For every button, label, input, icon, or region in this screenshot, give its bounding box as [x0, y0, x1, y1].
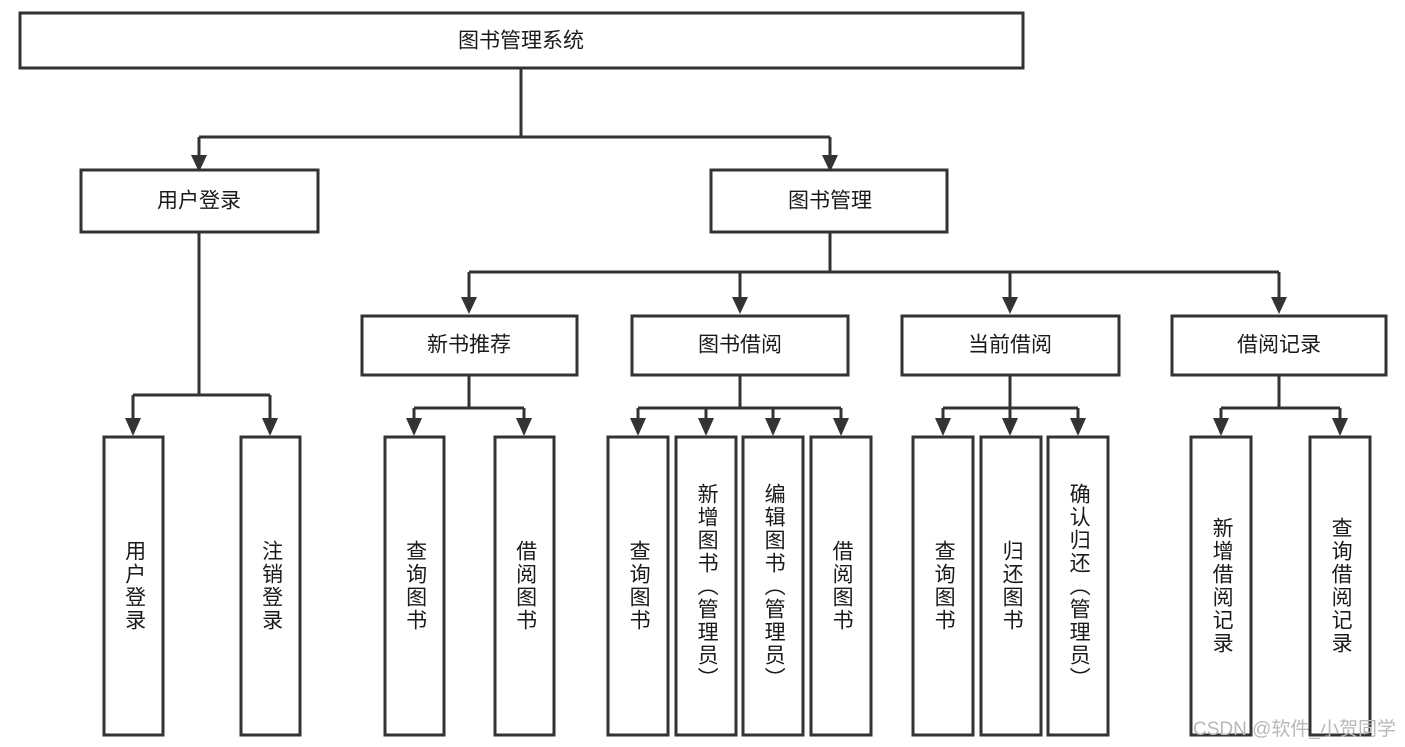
node-book-borrow[interactable]: [630, 314, 850, 377]
arrow-head-icon: [822, 155, 838, 172]
arrow-head-icon: [461, 297, 477, 314]
leaf-box-current-borrow-2[interactable]: [1046, 435, 1110, 737]
connector-currentborrow-to-leaves: [935, 375, 1086, 436]
leaf-box-book-borrow-3[interactable]: [809, 435, 873, 737]
arrow-head-icon: [191, 155, 207, 172]
node-new-book-recommend[interactable]: [360, 314, 579, 377]
node-book-management-label: 图书管理: [788, 190, 872, 213]
leaf-box-user-login-1[interactable]: [239, 435, 302, 737]
node-book-management[interactable]: [709, 168, 949, 234]
arrow-head-icon: [406, 418, 422, 436]
leaf-box-new-book-0[interactable]: [383, 435, 446, 737]
arrow-head-icon: [698, 418, 714, 436]
leaf-box-current-borrow-0[interactable]: [911, 435, 975, 737]
node-root-label: 图书管理系统: [458, 30, 584, 53]
leaf-box-user-login-0[interactable]: [102, 435, 165, 737]
leaf-box-borrow-record-1[interactable]: [1308, 435, 1372, 737]
arrow-head-icon: [1002, 297, 1018, 314]
arrow-head-icon: [1002, 418, 1018, 436]
arrow-head-icon: [1332, 418, 1348, 436]
arrow-head-icon: [935, 418, 951, 436]
arrow-head-icon: [1271, 297, 1287, 314]
node-user-login-label: 用户登录: [157, 190, 241, 213]
arrow-head-icon: [833, 418, 849, 436]
arrow-head-icon: [262, 418, 278, 436]
node-new-book-recommend-label: 新书推荐: [427, 334, 511, 357]
arrow-head-icon: [1213, 418, 1229, 436]
connector-bookborrow-to-leaves: [630, 375, 849, 436]
node-current-borrow-label: 当前借阅: [968, 334, 1052, 357]
arrow-head-icon: [630, 418, 646, 436]
node-borrow-record-label: 借阅记录: [1237, 334, 1321, 357]
leaf-box-book-borrow-2[interactable]: [741, 435, 805, 737]
node-current-borrow[interactable]: [900, 314, 1121, 377]
connector-borrowrecord-to-leaves: [1213, 375, 1348, 436]
arrow-head-icon: [765, 418, 781, 436]
csdn-watermark: CSDN @软件_小贺同学: [1193, 719, 1396, 740]
arrow-head-icon: [125, 418, 141, 436]
leaf-box-borrow-record-0[interactable]: [1189, 435, 1253, 737]
node-book-borrow-label: 图书借阅: [698, 334, 782, 357]
arrow-head-icon: [732, 297, 748, 314]
leaf-box-new-book-1[interactable]: [493, 435, 556, 737]
connector-newbook-to-leaves: [406, 375, 532, 436]
leaf-box-book-borrow-0[interactable]: [606, 435, 670, 737]
arrow-head-icon: [1070, 418, 1086, 436]
arrow-head-icon: [516, 418, 532, 436]
leaf-box-current-borrow-1[interactable]: [979, 435, 1043, 737]
node-borrow-record[interactable]: [1170, 314, 1388, 377]
connector-root-to-level1: [191, 68, 838, 172]
node-root-book-management-system[interactable]: [18, 11, 1025, 70]
leaf-box-book-borrow-1[interactable]: [674, 435, 738, 737]
connector-bookmgmt-to-level2: [461, 232, 1287, 314]
node-user-login[interactable]: [79, 168, 320, 234]
connector-userlogin-to-leaves: [125, 232, 278, 436]
